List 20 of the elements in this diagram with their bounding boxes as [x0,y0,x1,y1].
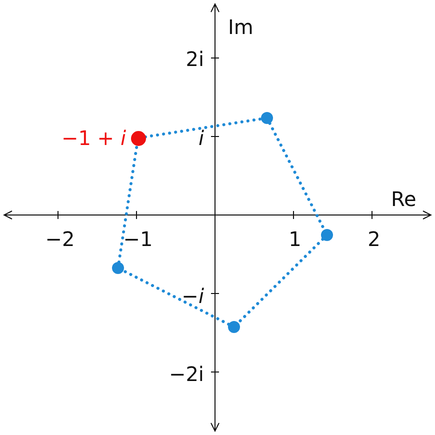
axis-label: −1 [123,228,153,250]
point-label: −1 + i [61,127,126,149]
point-marker [321,229,333,241]
dotted-line [122,269,230,326]
axis-label: 2i [186,48,204,70]
axis-label: i [198,127,204,149]
point-marker [130,130,146,146]
axis-label: −2i [168,363,204,385]
point-marker [228,321,240,333]
axis-label: 2 [368,228,380,250]
dotted-line [236,238,324,324]
axis-label: 1 [288,228,302,250]
point-marker [261,112,273,124]
dotted-line [144,117,263,138]
axis-label: Im [228,16,254,38]
point-marker [112,262,124,274]
axis-label: Re [391,188,416,210]
axis-label: −i [182,285,204,307]
dotted-line [117,144,138,264]
axis-label: −2 [45,228,75,250]
